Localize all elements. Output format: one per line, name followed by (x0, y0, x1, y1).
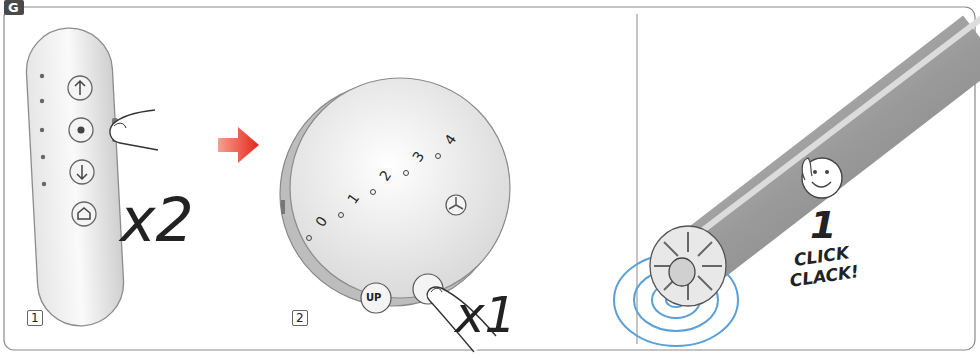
dial-face (290, 78, 510, 298)
callout-number: 1 (27, 310, 43, 326)
up-button (361, 283, 391, 313)
fan-button (446, 195, 466, 215)
remote-body (24, 26, 125, 328)
remote-buttons (68, 76, 96, 226)
position-dots (307, 154, 441, 241)
fan-icon (449, 197, 463, 209)
end-cap (650, 226, 726, 306)
finger-nail (114, 123, 126, 128)
sequence-arrow (218, 127, 259, 163)
remote-control (24, 26, 158, 328)
led-dots (40, 74, 46, 186)
panel-frame (4, 7, 975, 350)
click-count: 1 (810, 206, 836, 244)
cap-spokes (654, 232, 722, 300)
button-label: UP (366, 293, 381, 303)
press-count: x2 (120, 190, 194, 250)
divider-line (637, 14, 638, 344)
motor-tube (694, 40, 980, 262)
dial-notch (281, 200, 285, 214)
motor-shaft (669, 258, 695, 286)
finger (110, 110, 158, 150)
smiley (802, 158, 842, 198)
tubular-motor (614, 18, 980, 346)
button-icons (75, 81, 90, 219)
press-count: x1 (455, 290, 516, 340)
feedback-text: CLICK CLACK! (786, 241, 861, 291)
panel-letter: G (8, 1, 19, 14)
finger-nail (431, 288, 442, 292)
panel-tab (4, 0, 24, 15)
callout-number: 2 (292, 310, 308, 326)
